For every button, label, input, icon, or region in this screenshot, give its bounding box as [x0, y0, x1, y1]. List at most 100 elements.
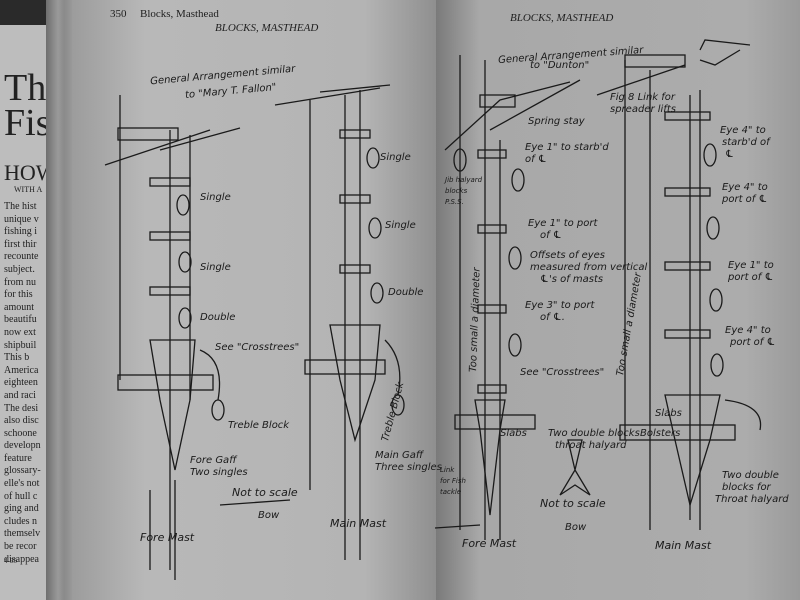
label-double: Double: [388, 287, 424, 298]
label-offsets-3: ℄'s of masts: [540, 274, 604, 285]
left-page-title: BLOCKS, MASTHEAD: [215, 22, 319, 34]
page-number: 350: [110, 8, 127, 20]
book-subtitle-small: WITH A: [14, 185, 43, 194]
book-body-line: ging and: [4, 503, 39, 515]
book-body-line: first thir: [4, 238, 37, 250]
label-throat-halyard: throat halyard: [555, 440, 627, 451]
book-body-line: eighteen: [4, 377, 38, 389]
book-body-line: amount: [4, 301, 34, 313]
label-two-double: Two double: [722, 470, 779, 481]
left-page: [72, 0, 438, 600]
book-body-line: This b: [4, 352, 30, 364]
book-body-line: now ext: [4, 326, 36, 338]
label-link-fish-tackle: Link for Fish tackle: [440, 466, 466, 496]
fore-mast-drawing-left: [104, 95, 241, 580]
book-body-line: America: [4, 364, 39, 376]
book-title-line-1: Th: [4, 67, 47, 109]
book-body-line: themselv: [4, 528, 41, 540]
book-body-line: subject.: [4, 263, 35, 275]
label-eye-3-port: Eye 3" to port: [525, 300, 595, 311]
label-single: Single: [380, 152, 411, 163]
label-eye-4-starbd-3: ℄: [725, 149, 734, 160]
label-offsets-2: measured from vertical: [530, 262, 648, 273]
label-spring-stay: Spring stay: [528, 116, 585, 127]
label-two-singles: Two singles: [190, 467, 248, 478]
label-blocks-for: blocks for: [722, 482, 771, 493]
label-eye-1-port: Eye 1" to: [728, 260, 774, 271]
label-fore-mast: Fore Mast: [140, 531, 195, 544]
label-bow: Bow: [565, 522, 587, 533]
book-page-edges: [46, 0, 76, 600]
label-fore-mast: Fore Mast: [462, 537, 517, 550]
book-body-line: disappea: [4, 553, 39, 565]
label-eye-4-starbd: Eye 4" to: [720, 125, 766, 136]
book-body-line: recounte: [4, 251, 39, 263]
label-two-double-blocks: Two double blocks: [548, 428, 640, 439]
book-body-line: shipbuil: [4, 339, 37, 351]
label-double: Double: [200, 312, 236, 323]
label-jib-halyard: Jib halyard blocks P.S.S.: [445, 176, 483, 206]
label-bolsters: Bolsters: [640, 428, 681, 439]
label-not-to-scale: Not to scale: [232, 486, 298, 499]
label-general-arrangement-2: to "Dunton": [530, 60, 590, 71]
label-treble-block: Treble Block: [228, 420, 290, 431]
book-body-line: of hull c: [4, 490, 38, 502]
book-body-line: schoone: [4, 427, 37, 439]
book-body-line: developn: [4, 440, 41, 452]
label-spreader-lifts: spreader lifts: [610, 104, 676, 115]
throat-halyard-block-detail: [559, 439, 591, 496]
label-single: Single: [385, 220, 416, 231]
label-single: Single: [200, 262, 231, 273]
label-of-cl: of ℄: [540, 230, 562, 241]
book-body-line: glossary-: [4, 465, 41, 477]
book-body-line: cludes n: [4, 515, 38, 527]
label-throat-halyard: Throat halyard: [715, 494, 789, 505]
label-slabs: Slabs: [500, 428, 527, 439]
label-eye-4-starbd-2: starb'd of: [722, 137, 770, 148]
label-eye-4-port-2: port of ℄: [722, 194, 768, 205]
right-page-title: BLOCKS, MASTHEAD: [510, 12, 614, 24]
label-eye-4-port: Eye 4" to: [722, 182, 768, 193]
label-eye-4-port-2: port of ℄: [730, 337, 776, 348]
bow-arrows: [219, 499, 481, 529]
label-of-cl: of ℄: [525, 154, 547, 165]
fore-mast-drawing-right: [444, 55, 591, 540]
book-body-line: unique v: [4, 213, 39, 225]
book-body-line: fishing i: [4, 226, 38, 238]
book-body-line: be recor: [4, 541, 37, 553]
label-eye-port: Eye 1" to port: [528, 218, 598, 229]
main-mast-drawing-right: [596, 39, 762, 530]
label-bow: Bow: [258, 510, 280, 521]
book-body-line: from nu: [4, 276, 36, 288]
book-body-line: for this: [4, 289, 33, 301]
label-not-to-scale: Not to scale: [540, 497, 606, 510]
label-main-mast: Main Mast: [655, 539, 712, 552]
book-body-line: also disc: [4, 415, 39, 427]
label-fig8-link: Fig 8 Link for: [610, 92, 676, 103]
label-eye-starbd: Eye 1" to starb'd: [525, 142, 609, 153]
right-page: [436, 0, 800, 600]
book-body-line: and raci: [4, 389, 36, 401]
book-body-line: feature: [4, 452, 32, 464]
book-body-line: beautifu: [4, 314, 37, 326]
label-eye-4-port: Eye 4" to: [725, 325, 771, 336]
label-slabs: Slabs: [655, 408, 682, 419]
label-of-cl: of ℄.: [540, 312, 565, 323]
book-body-line: The desi: [4, 402, 39, 414]
main-mast-drawing-left: [274, 84, 405, 560]
label-three-singles: Three singles: [375, 462, 442, 473]
label-single: Single: [200, 192, 231, 203]
label-offsets: Offsets of eyes: [530, 250, 606, 261]
book-body-line: The hist: [4, 201, 37, 212]
label-see-crosstrees: See "Crosstrees": [520, 367, 605, 378]
book-footer: 4-95: [4, 557, 17, 565]
label-main-mast: Main Mast: [330, 517, 387, 530]
book-title-line-2: Fish: [4, 102, 52, 144]
book-subtitle: HOW: [4, 160, 52, 185]
label-eye-1-port-2: port of ℄: [728, 272, 774, 283]
label-main-gaff: Main Gaff: [375, 450, 424, 461]
running-head: Blocks, Masthead: [140, 8, 219, 20]
